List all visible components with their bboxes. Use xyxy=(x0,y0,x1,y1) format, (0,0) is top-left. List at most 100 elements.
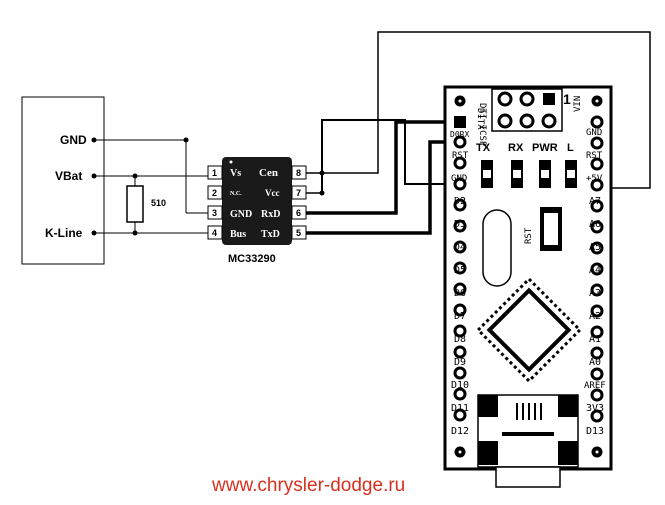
wire-junctions xyxy=(319,170,325,196)
connector-label-gnd: GND xyxy=(60,133,87,147)
chip-pin1-marker xyxy=(229,160,233,164)
chip-label-txd: TxD xyxy=(261,229,280,240)
chip-pin-num: 5 xyxy=(296,228,301,238)
led-label-l: L xyxy=(567,142,574,154)
chip-right-pins: 8 7 6 5 xyxy=(291,165,307,240)
led-footprints xyxy=(481,160,577,188)
resistor xyxy=(126,185,144,223)
left-pin-pad xyxy=(453,303,467,317)
pin-label-d5: D5 xyxy=(454,265,466,276)
right-pin-header xyxy=(590,115,604,423)
pin-label-3v3: 3V3 xyxy=(586,403,604,414)
chip-name: MC33290 xyxy=(228,253,276,265)
left-pin-pad xyxy=(453,240,467,254)
chip-label-vcc: Vcc xyxy=(265,188,280,198)
left-pin-pad xyxy=(453,198,467,212)
pin-label-d1tx: D1TX xyxy=(475,108,485,130)
pin-label-gnd-right: GND xyxy=(586,128,602,138)
chip-label-rxd: RxD xyxy=(261,209,280,220)
chip-pin-num: 7 xyxy=(296,188,301,198)
right-pin-pad xyxy=(590,367,604,381)
chip-label-nc: N.C. xyxy=(230,191,242,197)
pin-label-d13: D13 xyxy=(586,426,604,437)
pin-label-a6: A6 xyxy=(589,219,601,230)
footer-url: www.chrysler-dodge.ru xyxy=(211,475,405,496)
chip-pin-num: 8 xyxy=(296,168,301,178)
pin-label-a4: A4 xyxy=(589,265,601,276)
connector-label-kline: K-Line xyxy=(45,226,83,240)
pin-label-5v: +5V xyxy=(586,174,603,184)
obd-connector-box xyxy=(21,96,105,265)
pin-label-d2: D2 xyxy=(454,196,466,207)
left-pin-pad xyxy=(453,387,467,401)
left-pin-pad xyxy=(453,219,467,233)
left-pin-pad xyxy=(453,345,467,359)
left-pin-header xyxy=(453,116,467,422)
left-pin-pad xyxy=(453,282,467,296)
right-pin-pad xyxy=(590,388,604,402)
left-pin-pad xyxy=(453,135,467,149)
led-label-rx: RX xyxy=(508,142,524,154)
right-pin-pad xyxy=(590,325,604,339)
chip-label-gnd: GND xyxy=(230,209,252,220)
pin-label-d7: D7 xyxy=(454,311,466,322)
chip-pin-num: 4 xyxy=(212,228,217,238)
pin-label-d9: D9 xyxy=(454,357,466,368)
pin-label-d11: D11 xyxy=(451,403,469,414)
left-pin-pad xyxy=(453,324,467,338)
pin-label-d6: D6 xyxy=(454,288,466,299)
right-pin-pad xyxy=(590,157,604,171)
pin-label-aref: AREF xyxy=(584,381,606,391)
crystal xyxy=(482,209,512,287)
pin-label-a0: A0 xyxy=(589,357,601,368)
right-pin-pad xyxy=(590,262,604,276)
pin-label-gnd-left: GND xyxy=(451,174,467,184)
connector-label-vbat: VBat xyxy=(55,169,82,183)
left-pin-pad xyxy=(453,177,467,191)
right-pin-labels: GND RST +5V A7 A6 A5 A4 A3 A2 A1 A0 AREF… xyxy=(584,128,606,437)
pin-label-vin: VIN xyxy=(573,96,583,112)
icsp-pin1-number: 1 xyxy=(563,91,571,107)
chip-label-vs: Vs xyxy=(230,168,241,179)
pin-label-a7: A7 xyxy=(589,196,601,207)
resistor-value: 510 xyxy=(151,198,166,208)
pin-label-a3: A3 xyxy=(589,288,601,299)
right-pin-pad xyxy=(590,199,604,213)
right-pin-pad xyxy=(590,304,604,318)
data-wires xyxy=(306,120,460,235)
pin-label-a2: A2 xyxy=(589,311,601,322)
pin-label-d8: D8 xyxy=(454,334,466,345)
left-pin-pad xyxy=(453,156,467,170)
right-pin-pad xyxy=(590,115,604,129)
usb-connector xyxy=(477,394,579,488)
right-pin-pad xyxy=(590,241,604,255)
reset-button xyxy=(540,207,562,251)
left-pin-pad-square xyxy=(454,116,466,128)
pin-label-d0rx: D0RX xyxy=(450,130,469,139)
right-pin-pad xyxy=(590,220,604,234)
chip-pin-num: 6 xyxy=(296,208,301,218)
chip-pin-num: 3 xyxy=(212,208,217,218)
pin-label-d12: D12 xyxy=(451,426,469,437)
led-label-tx: TX xyxy=(476,142,491,154)
pin-label-a1: A1 xyxy=(589,334,601,345)
gnd-wire xyxy=(321,119,460,193)
chip-left-pins: 1 2 3 4 xyxy=(207,165,223,240)
left-pin-pad xyxy=(453,366,467,380)
right-pin-pad xyxy=(590,136,604,150)
right-pin-pad xyxy=(590,346,604,360)
reset-button-label: RST xyxy=(524,227,534,244)
chip-label-bus: Bus xyxy=(230,229,246,240)
chip-label-cen: Cen xyxy=(259,167,278,179)
pin-label-a5: A5 xyxy=(589,242,601,253)
mc33290-chip-body xyxy=(222,157,292,245)
mounting-holes xyxy=(454,95,603,458)
junction-dots xyxy=(91,137,189,236)
led-label-pwr: PWR xyxy=(532,142,558,154)
left-pin-pad xyxy=(453,408,467,422)
pin-label-rst-right: RST xyxy=(586,151,603,161)
icsp-label: DTI ICSP xyxy=(477,103,487,147)
left-pin-pad xyxy=(453,261,467,275)
